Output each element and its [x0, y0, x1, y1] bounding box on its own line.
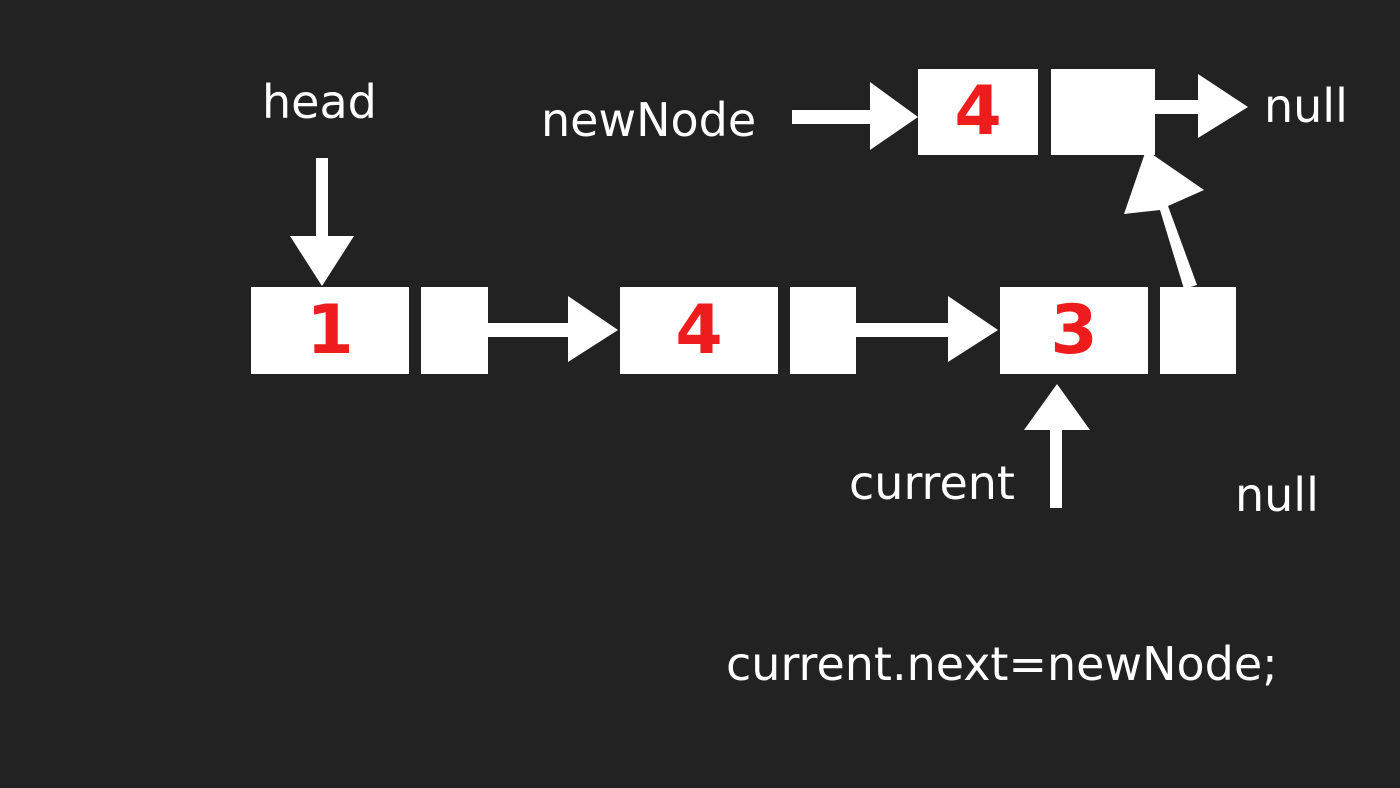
null-bottom-label: null [1235, 468, 1319, 522]
null-top-label: null [1264, 79, 1348, 133]
current-label: current [849, 456, 1015, 510]
current-pointer-arrow [1024, 384, 1090, 508]
node3-value-box: 3 [1000, 287, 1148, 374]
newnode-pointer-arrow [792, 82, 918, 150]
node3-value: 3 [1050, 290, 1098, 370]
new-node-value: 4 [954, 72, 1002, 151]
code-statement: current.next=newNode; [726, 637, 1278, 691]
node1-value-box: 1 [251, 287, 409, 374]
node3-next-box [1160, 287, 1236, 374]
newnode-label: newNode [541, 93, 757, 147]
node1-next-arrow [488, 296, 618, 362]
head-label: head [262, 75, 377, 129]
new-node-next-box [1051, 69, 1155, 155]
node1-next-box [421, 287, 488, 374]
current-next-link-arrow [1124, 150, 1204, 289]
node2-value-box: 4 [620, 287, 778, 374]
newnode-next-arrow [1155, 74, 1248, 138]
new-node-value-box: 4 [918, 69, 1038, 155]
node2-value: 4 [675, 290, 723, 370]
node1-value: 1 [306, 290, 354, 370]
head-pointer-arrow [290, 158, 354, 286]
node2-next-box [790, 287, 856, 374]
node2-next-arrow [856, 296, 998, 362]
